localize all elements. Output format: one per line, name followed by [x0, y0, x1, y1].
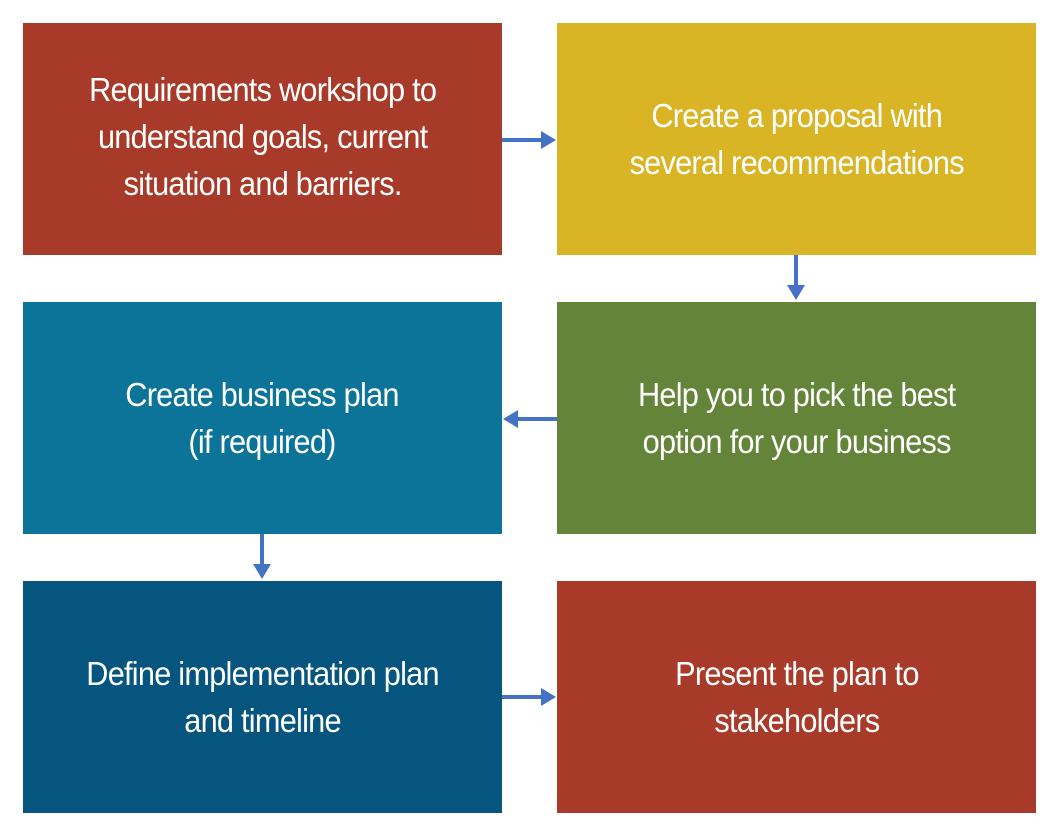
step-label: Define implementation plan and timeline — [86, 655, 439, 739]
step-label: Help you to pick the best option for you… — [637, 376, 956, 460]
step-label: Create a proposal with several recommend… — [629, 97, 964, 181]
arrow-right-icon — [502, 688, 556, 706]
arrow-down-icon — [787, 255, 805, 300]
step-label: Present the plan to stakeholders — [674, 655, 919, 739]
step-implementation-plan: Define implementation plan and timeline — [23, 581, 502, 813]
step-present-plan: Present the plan to stakeholders — [557, 581, 1036, 813]
step-label: Create business plan (if required) — [125, 376, 400, 460]
step-create-proposal: Create a proposal with several recommend… — [557, 23, 1036, 255]
step-requirements-workshop: Requirements workshop to understand goal… — [23, 23, 502, 255]
step-label: Requirements workshop to understand goal… — [88, 70, 437, 202]
step-business-plan: Create business plan (if required) — [23, 302, 502, 534]
arrow-left-icon — [503, 410, 557, 428]
step-pick-best-option: Help you to pick the best option for you… — [557, 302, 1036, 534]
arrow-down-icon — [253, 534, 271, 579]
arrow-right-icon — [502, 131, 556, 149]
